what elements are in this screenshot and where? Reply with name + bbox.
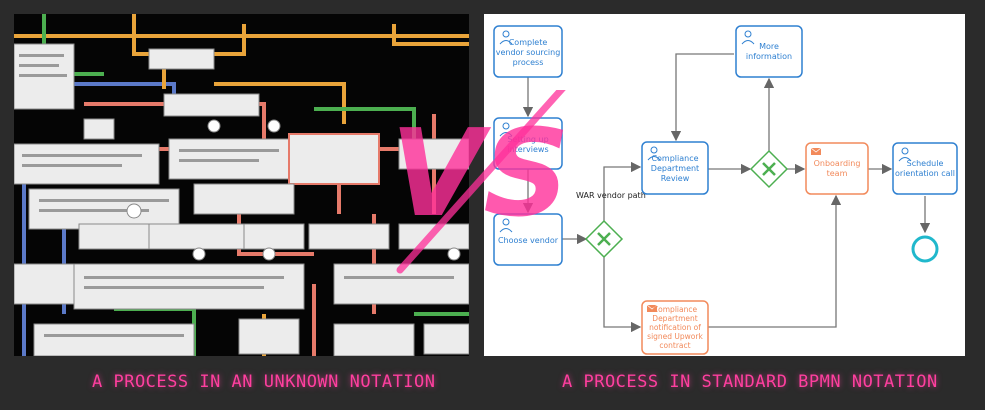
scribble-line xyxy=(179,159,259,162)
box xyxy=(78,223,150,250)
scribble-line xyxy=(19,74,67,77)
box xyxy=(423,323,469,355)
war-vendor-path-label: WAR vendor path xyxy=(576,191,646,200)
task-label-line: Setting up xyxy=(507,135,548,144)
scribble-line xyxy=(179,149,279,152)
sequence-flow xyxy=(603,257,642,333)
task-label-line: interviews xyxy=(507,145,548,154)
task-label-line: More xyxy=(759,42,779,51)
task-label-line: vendor sourcing xyxy=(496,48,561,57)
box xyxy=(308,223,390,250)
user-icon xyxy=(499,30,513,45)
task-label-line: Schedule xyxy=(907,159,944,168)
node-circle xyxy=(126,203,142,219)
user-icon xyxy=(898,147,912,162)
task-label-line: Onboarding xyxy=(814,159,861,168)
exclusive-gateway[interactable] xyxy=(749,149,789,189)
task-label-line: Compliance xyxy=(653,305,698,314)
node-circle xyxy=(192,247,206,261)
sequence-flow xyxy=(708,194,842,328)
connector xyxy=(74,82,176,104)
scribble-line xyxy=(344,276,454,279)
task-choose-vendor[interactable]: Choose vendor xyxy=(493,213,563,266)
caption-bpmn-notation: A PROCESS IN STANDARD BPMN NOTATION xyxy=(562,372,938,392)
scribble-line xyxy=(44,334,184,337)
sequence-flow xyxy=(670,53,734,142)
scribble-line xyxy=(22,164,122,167)
task-complete-vendor-sourcing[interactable]: Complete vendor sourcing process xyxy=(493,25,563,78)
task-label-line: notification of xyxy=(649,323,701,332)
scribble-line xyxy=(19,64,59,67)
scribble-line xyxy=(84,286,264,289)
envelope-icon xyxy=(646,304,658,312)
unknown-notation-diagram xyxy=(14,14,469,356)
caption-unknown-notation: A PROCESS IN AN UNKNOWN NOTATION xyxy=(92,372,436,392)
end-event[interactable] xyxy=(911,235,939,263)
task-label-line: Department xyxy=(651,164,699,173)
vs-text: VS xyxy=(390,105,569,244)
x-mark-icon xyxy=(597,232,611,246)
connector xyxy=(84,102,266,144)
task-compliance-notification[interactable]: Compliance Department notification of si… xyxy=(641,300,709,355)
task-label-line: Complete xyxy=(509,38,548,47)
user-icon xyxy=(499,122,513,137)
box xyxy=(148,223,245,250)
x-mark-icon xyxy=(762,162,776,176)
sequence-flow xyxy=(603,161,642,221)
envelope-icon xyxy=(810,147,822,155)
unknown-notation-drawing xyxy=(14,14,469,356)
node-circle xyxy=(207,119,221,133)
node-circle xyxy=(447,247,461,261)
box xyxy=(168,138,290,180)
task-compliance-review[interactable]: Compliance Department Review xyxy=(641,141,709,195)
connector xyxy=(314,107,416,144)
task-label-line: contract xyxy=(659,341,690,350)
vs-slash xyxy=(396,90,566,274)
scribble-line xyxy=(84,276,284,279)
vs-overlay: VS xyxy=(390,90,570,274)
node-circle xyxy=(262,247,276,261)
scribble-line xyxy=(39,199,169,202)
scribble-line xyxy=(22,154,142,157)
task-onboarding-team[interactable]: Onboarding team xyxy=(805,142,869,195)
task-label-line: signed Upwork xyxy=(647,332,703,341)
box xyxy=(33,323,195,356)
box xyxy=(333,323,415,356)
user-icon xyxy=(741,30,755,45)
task-label-line: Department xyxy=(652,314,697,323)
box xyxy=(398,138,469,170)
connector xyxy=(392,24,469,46)
task-label-line: information xyxy=(746,52,792,61)
task-label-line: Review xyxy=(661,174,690,183)
box xyxy=(83,118,115,140)
task-label-line: process xyxy=(513,58,544,67)
user-icon xyxy=(499,218,513,233)
box xyxy=(163,93,260,117)
exclusive-gateway[interactable] xyxy=(584,219,624,259)
bpmn-diagram: WAR vendor path Complete vendor sourcing… xyxy=(484,14,965,356)
box xyxy=(148,48,215,70)
box xyxy=(238,318,300,355)
node-circle xyxy=(267,119,281,133)
box xyxy=(14,263,75,305)
user-icon xyxy=(647,146,661,161)
connector xyxy=(237,199,314,256)
box xyxy=(288,133,380,185)
box xyxy=(243,223,305,250)
scribble-line xyxy=(19,54,64,57)
task-setting-up-interviews[interactable]: Setting up interviews xyxy=(493,117,563,170)
task-label-line: Choose vendor xyxy=(498,236,559,245)
task-more-information[interactable]: More information xyxy=(735,25,803,78)
bpmn-drawing: WAR vendor path Complete vendor sourcing… xyxy=(493,25,958,355)
scribble-line xyxy=(39,209,149,212)
task-label-line: team xyxy=(827,169,848,178)
task-label-line: Compliance xyxy=(651,154,698,163)
task-schedule-orientation-call[interactable]: Schedule orientation call xyxy=(892,142,958,195)
task-label-line: orientation call xyxy=(895,169,955,178)
box xyxy=(193,183,295,215)
